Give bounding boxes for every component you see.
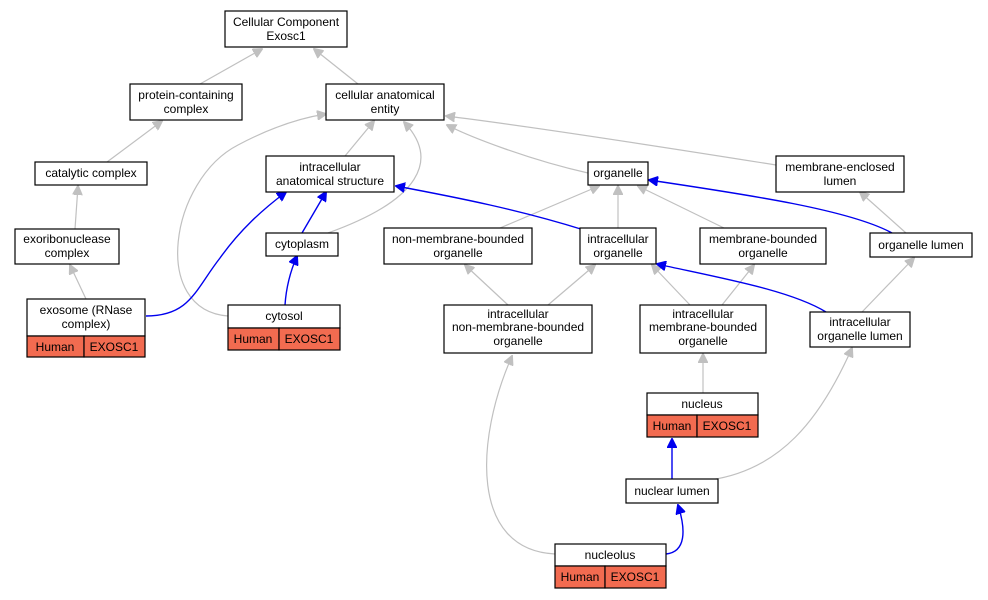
node-cytoplasm[interactable]: cytoplasm: [265, 232, 339, 257]
node-label-line: nucleus: [681, 397, 722, 411]
edge-protein-complex-to-root: [199, 49, 262, 85]
node-intracellular-organelle[interactable]: intracellular organelle: [579, 227, 657, 265]
node-catalytic-complex[interactable]: catalytic complex: [34, 161, 148, 186]
node-label-line: organelle lumen: [878, 238, 963, 252]
edge-exosome-to-exoribonuclease: [70, 265, 87, 300]
edge-organelle-lumen-to-organelle: [649, 180, 893, 234]
node-membrane-bounded-organelle[interactable]: membrane-bounded organelle: [699, 227, 827, 265]
node-cytosol[interactable]: cytosol Human EXOSC1: [227, 304, 341, 351]
node-intracellular-non-membrane-bounded-organelle[interactable]: intracellular non-membrane-bounded organ…: [443, 304, 593, 354]
edge-nucleolus-to-nuclear-lumen: [665, 505, 683, 555]
edge-iol-to-organelle-lumen: [861, 258, 914, 313]
edge-anatomical-entity-to-root: [314, 49, 359, 85]
edge-membrane-enclosed-lumen-to-entity: [446, 116, 777, 166]
edge-intracellular-organelle-to-structure: [396, 186, 585, 231]
node-label-line: protein-containing: [138, 88, 233, 102]
edge-iol-to-intracellular-organelle: [657, 264, 827, 313]
gene-label: EXOSC1: [90, 340, 139, 354]
edge-nucleolus-to-inmbo: [486, 356, 556, 555]
node-label-line: lumen: [824, 174, 857, 188]
node-label-line: intracellular: [299, 160, 360, 174]
node-nuclear-lumen[interactable]: nuclear lumen: [625, 478, 719, 504]
gene-tag: [278, 327, 341, 351]
node-label-line: membrane-bounded: [649, 320, 757, 334]
node-label-line: cellular anatomical: [335, 88, 434, 102]
gene-label: EXOSC1: [611, 570, 660, 584]
species-label: Human: [653, 419, 692, 433]
node-intracellular-anatomical-structure[interactable]: intracellular anatomical structure: [265, 155, 395, 193]
node-label-line: intracellular: [487, 307, 548, 321]
gene-tag: [83, 335, 146, 358]
edge-cytoplasm-to-intracellular-structure: [301, 192, 326, 234]
edge-imbo-to-membrane-bounded: [721, 265, 754, 306]
gene-label: EXOSC1: [285, 332, 334, 346]
node-organelle[interactable]: organelle: [587, 161, 649, 186]
edge-intracellular-structure-to-entity: [344, 121, 374, 157]
edges: [70, 49, 914, 555]
node-organelle-lumen[interactable]: organelle lumen: [869, 232, 973, 258]
gene-tag: [604, 565, 667, 589]
node-label-line: organelle: [738, 246, 788, 260]
node-label-line: nuclear lumen: [634, 484, 709, 498]
gene-label: EXOSC1: [703, 419, 752, 433]
edge-exoribonuclease-to-catalytic: [75, 186, 78, 230]
edge-imbo-to-intracellular-organelle: [652, 265, 691, 306]
node-label-line: intracellular: [829, 315, 890, 329]
node-label-line: cytosol: [265, 309, 302, 323]
node-protein-containing-complex[interactable]: protein-containing complex: [129, 83, 243, 121]
node-root[interactable]: Cellular Component Exosc1: [224, 10, 348, 48]
node-label-line: organelle: [433, 246, 483, 260]
node-exoribonuclease-complex[interactable]: exoribonuclease complex: [14, 228, 120, 265]
node-nucleus[interactable]: nucleus Human EXOSC1: [646, 392, 759, 438]
node-root-line2: Exosc1: [266, 29, 306, 43]
node-membrane-enclosed-lumen[interactable]: membrane-enclosed lumen: [775, 155, 905, 193]
node-label-line: nucleolus: [585, 548, 636, 562]
edge-organelle-to-entity: [447, 125, 589, 174]
gene-tag: [696, 414, 759, 438]
node-label-line: complex: [164, 102, 209, 116]
node-label-line: organelle: [593, 166, 643, 180]
node-label-line: complex): [62, 317, 111, 331]
node-label-line: intracellular: [587, 232, 648, 246]
node-root-line1: Cellular Component: [233, 15, 340, 29]
node-label-line: non-membrane-bounded: [452, 320, 584, 334]
node-label-line: exosome (RNase: [40, 303, 133, 317]
node-label-line: organelle lumen: [817, 329, 902, 343]
edge-exosome-to-intracellular-structure: [145, 192, 286, 317]
node-intracellular-membrane-bounded-organelle[interactable]: intracellular membrane-bounded organelle: [639, 304, 767, 354]
edge-cytosol-to-entity: [177, 114, 326, 317]
node-label-line: non-membrane-bounded: [392, 232, 524, 246]
species-label: Human: [561, 570, 600, 584]
node-label-line: entity: [371, 102, 400, 116]
node-label-line: anatomical structure: [276, 174, 384, 188]
node-exosome-rnase-complex[interactable]: exosome (RNase complex) Human EXOSC1: [26, 298, 146, 358]
species-label: Human: [36, 340, 75, 354]
node-nucleolus[interactable]: nucleolus Human EXOSC1: [554, 543, 667, 589]
edge-inmbo-to-nonmembrane: [465, 265, 509, 306]
node-label-line: organelle: [493, 334, 543, 348]
edge-membrane-bounded-to-organelle: [638, 186, 725, 229]
node-label-line: intracellular: [672, 307, 733, 321]
node-label-line: complex: [45, 246, 90, 260]
node-label-line: organelle: [593, 246, 643, 260]
edge-nuclear-lumen-to-iol: [709, 348, 852, 481]
node-label-line: organelle: [678, 334, 728, 348]
edge-cytosol-to-cytoplasm: [284, 256, 297, 306]
edge-cytoplasm-to-entity: [327, 122, 422, 234]
node-label-line: exoribonuclease: [23, 232, 111, 246]
nodes: Cellular Component Exosc1 protein-contai…: [14, 10, 973, 589]
edge-inmbo-to-intracellular-organelle: [547, 265, 595, 306]
node-label-line: membrane-enclosed: [785, 160, 894, 174]
edge-nonmembrane-to-organelle: [499, 186, 599, 229]
edge-organelle-lumen-to-membrane-enclosed: [860, 192, 907, 234]
node-label-line: cytoplasm: [275, 237, 329, 251]
node-cellular-anatomical-entity[interactable]: cellular anatomical entity: [325, 83, 445, 121]
node-label-line: catalytic complex: [45, 166, 136, 180]
species-label: Human: [234, 332, 273, 346]
node-non-membrane-bounded-organelle[interactable]: non-membrane-bounded organelle: [383, 227, 533, 265]
edge-catalytic-to-protein-complex: [106, 121, 162, 163]
node-label-line: membrane-bounded: [709, 232, 817, 246]
node-intracellular-organelle-lumen[interactable]: intracellular organelle lumen: [809, 311, 911, 348]
